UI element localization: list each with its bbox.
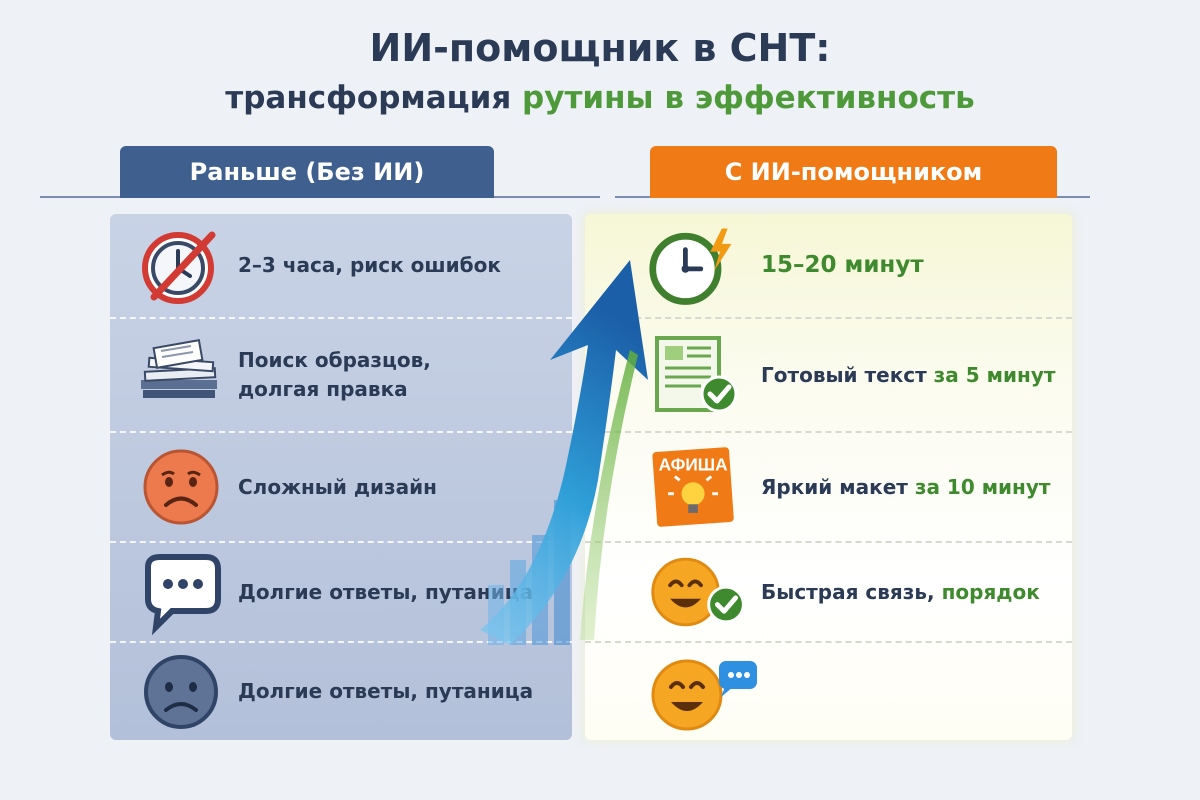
after-row-communication-text: Быстрая связь, порядок — [761, 578, 1040, 607]
ready-text-label: Готовый текст — [761, 362, 927, 387]
subtitle-part-1: трансформация — [225, 80, 512, 116]
before-row-communication-text: Долгие ответы, путаница — [238, 579, 534, 604]
before-column-header: Раньше (Без ИИ) — [120, 146, 494, 198]
smile-check-icon — [651, 557, 745, 627]
before-row-confusion: Долгие ответы, путаница — [110, 643, 572, 740]
after-row-communication: Быстрая связь, порядок — [585, 543, 1072, 643]
crossed-clock-icon — [142, 231, 216, 304]
after-row-text: Готовый текст за 5 минут — [585, 319, 1072, 433]
before-row-design: Сложный дизайн — [110, 433, 572, 543]
before-row-time-text: 2–3 часа, риск ошибок — [238, 251, 501, 280]
after-row-design-text: Яркий макет за 10 минут — [761, 473, 1051, 502]
before-row-drafts-text: Поиск образцов, долгая правка — [238, 346, 431, 404]
drafts-line-2: долгая правка — [238, 377, 408, 401]
frown-face-icon — [144, 654, 218, 729]
after-panel: 15–20 минут Готовый текст за 5 минут АФИ… — [585, 214, 1072, 740]
time-value-rest: часа, риск ошибок — [275, 253, 501, 277]
order-label: порядок — [934, 579, 1040, 604]
subtitle-part-2: рутины в эффективность — [522, 80, 975, 116]
after-row-chat — [585, 643, 1072, 740]
poster-label: АФИША — [659, 455, 729, 475]
speech-bubble-icon — [145, 554, 221, 636]
before-row-time: 2–3 часа, риск ошибок — [110, 214, 572, 319]
before-row-confusion-text: Долгие ответы, путаница — [238, 679, 534, 703]
before-panel: 2–3 часа, риск ошибок Поиск образцов, до… — [110, 214, 572, 740]
after-row-time: 15–20 минут — [585, 214, 1072, 319]
before-row-drafts: Поиск образцов, долгая правка — [110, 319, 572, 433]
page-subtitle: трансформация рутины в эффективность — [0, 80, 1200, 116]
smile-chat-icon — [651, 659, 757, 730]
bright-layout-label: Яркий макет — [761, 474, 908, 499]
before-row-design-text: Сложный дизайн — [238, 474, 437, 499]
fast-clock-icon — [649, 228, 732, 305]
before-row-communication: Долгие ответы, путаница — [110, 543, 572, 643]
after-row-design: АФИША Яркий макет за 10 минут — [585, 433, 1072, 543]
bright-layout-time: за 10 минут — [907, 474, 1051, 499]
after-row-text-text: Готовый текст за 5 минут — [761, 361, 1055, 390]
after-row-time-text: 15–20 минут — [761, 251, 924, 278]
poster-bulb-icon: АФИША — [652, 447, 734, 527]
ready-text-time: за 5 минут — [926, 362, 1056, 387]
paper-stack-icon — [141, 338, 217, 398]
after-column-header: С ИИ-помощником — [650, 146, 1057, 198]
time-value-big: 2–3 — [238, 253, 276, 277]
document-check-icon — [655, 336, 738, 413]
page-title: ИИ-помощник в СНТ: — [369, 26, 831, 70]
fast-contact-label: Быстрая связь, — [761, 579, 935, 604]
sad-face-icon — [143, 449, 219, 525]
drafts-line-1: Поиск образцов, — [238, 348, 431, 372]
